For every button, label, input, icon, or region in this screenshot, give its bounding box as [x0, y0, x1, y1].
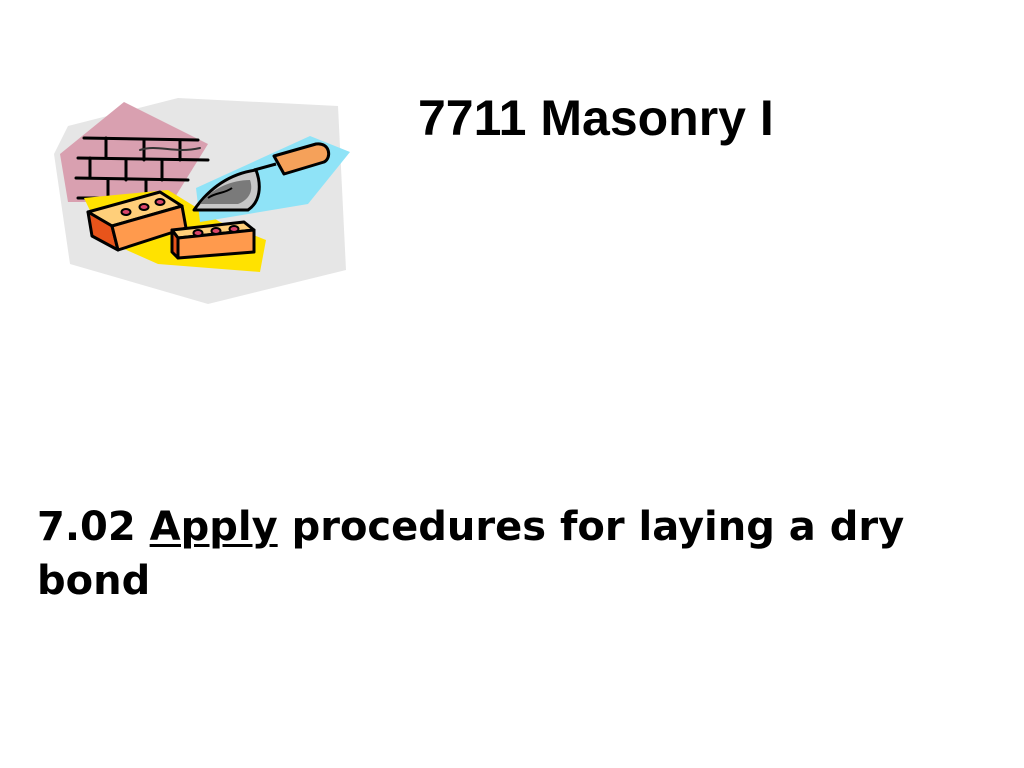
slide-title: 7711 Masonry I: [418, 90, 774, 146]
objective-text: 7.02 Apply procedures for laying a dry b…: [37, 500, 987, 608]
objective-rest: procedures for laying a dry bond: [37, 504, 905, 604]
objective-number: 7.02: [37, 504, 136, 550]
objective-verb: Apply: [149, 504, 278, 550]
masonry-bricks-trowel-icon: [54, 98, 350, 304]
